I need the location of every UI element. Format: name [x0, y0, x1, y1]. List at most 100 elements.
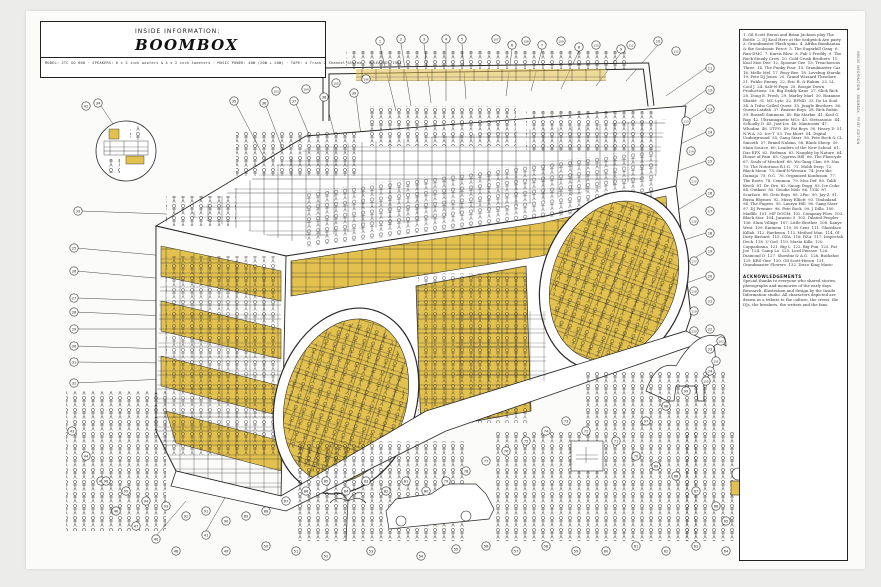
callout-number: 13: [708, 107, 713, 111]
boombox-body: [154, 105, 708, 512]
callout-number: 101: [713, 359, 719, 363]
callout-marker: 60: [601, 546, 611, 556]
callout-circle: [301, 486, 311, 496]
callout-circle: [705, 271, 715, 281]
callout-circle: [461, 466, 471, 476]
boombox-illustration: 1234567891011121314151617181920212223242…: [66, 34, 762, 561]
callout-number: 35: [232, 99, 237, 103]
callout-number: 25: [72, 246, 77, 250]
callout-marker: 22: [705, 324, 715, 334]
callout-circle: [705, 228, 715, 238]
callout-circle: [67, 426, 77, 436]
callout-number: 33: [76, 209, 81, 213]
callout-number: 56: [484, 544, 489, 548]
callout-number: 99: [684, 389, 689, 393]
callout-marker: 62: [661, 546, 671, 556]
callout-circle: [401, 476, 411, 486]
callout-circle: [221, 546, 231, 556]
callout-circle: [93, 98, 103, 108]
callout-number: 15: [708, 159, 713, 163]
callout-circle: [574, 42, 584, 52]
callout-marker: 19: [705, 246, 715, 256]
callout-marker: 116: [689, 216, 699, 226]
callout-marker: 72: [581, 426, 591, 436]
callout-marker: 12: [705, 85, 715, 95]
callout-marker: 109: [556, 36, 566, 46]
callout-number: 36: [262, 101, 267, 105]
callout-circle: [705, 127, 715, 137]
callout-circle: [689, 306, 699, 316]
callout-marker: 56: [481, 541, 491, 551]
callout-number: 39: [352, 91, 357, 95]
callout-marker: 27: [69, 293, 79, 303]
callout-circle: [705, 296, 715, 306]
callout-marker: 35: [229, 96, 239, 106]
callout-number: 11: [708, 66, 713, 70]
callout-circle: [661, 546, 671, 556]
callout-number: 82: [384, 489, 389, 493]
callout-circle: [375, 36, 385, 46]
callout-circle: [141, 496, 151, 506]
callout-marker: 107: [491, 34, 501, 44]
callout-number: 96: [104, 479, 109, 483]
callout-marker: 3: [419, 34, 429, 44]
callout-marker: 119: [689, 306, 699, 316]
callout-marker: 25: [69, 243, 79, 253]
callout-marker: 92: [181, 511, 191, 521]
callout-circle: [521, 436, 531, 446]
callout-number: 113: [683, 119, 689, 123]
callout-number: 107: [493, 37, 499, 41]
callout-circle: [366, 546, 376, 556]
callout-marker: 2: [396, 34, 406, 44]
callout-number: 83: [364, 479, 369, 483]
callout-circle: [626, 40, 636, 50]
callout-marker: 38: [319, 92, 329, 102]
callout-marker: 26: [69, 266, 79, 276]
callout-circle: [69, 324, 79, 334]
callout-marker: 78: [461, 466, 471, 476]
callout-marker: 44: [81, 451, 91, 461]
callout-marker: 51: [291, 546, 301, 556]
callout-marker: 105: [331, 78, 341, 88]
callout-number: 68: [674, 474, 679, 478]
callout-number: 52: [324, 554, 329, 558]
callout-circle: [69, 378, 79, 388]
callout-marker: 10: [653, 36, 663, 46]
callout-circle: [631, 541, 641, 551]
callout-number: 1: [379, 39, 381, 43]
callout-marker: 48: [171, 546, 181, 556]
callout-marker: 36: [259, 98, 269, 108]
callout-number: 49: [224, 549, 229, 553]
callout-number: 116: [691, 219, 697, 223]
callout-marker: 74: [541, 426, 551, 436]
callout-marker: 63: [691, 541, 701, 551]
callout-marker: 111: [626, 40, 636, 50]
callout-number: 90: [224, 519, 229, 523]
callout-circle: [349, 88, 359, 98]
callout-circle: [69, 293, 79, 303]
callout-circle: [131, 521, 141, 531]
callout-number: 29: [72, 327, 77, 331]
callout-circle: [705, 63, 715, 73]
callout-marker: 14: [705, 127, 715, 137]
callout-circle: [511, 546, 521, 556]
callout-marker: 57: [511, 546, 521, 556]
callout-number: 66: [714, 504, 719, 508]
callout-number: 5: [461, 37, 463, 41]
callout-circle: [69, 266, 79, 276]
callout-circle: [601, 546, 611, 556]
callout-marker: 112: [671, 46, 681, 56]
side-credit: INSIDE INFORMATION · BOOMBOX · PRINT EDI…: [856, 51, 860, 145]
callout-marker: 17: [705, 206, 715, 216]
callout-circle: [705, 85, 715, 95]
callout-number: 57: [514, 549, 519, 553]
callout-marker: 23: [705, 344, 715, 354]
callout-circle: [289, 96, 299, 106]
callout-marker: 80: [421, 486, 431, 496]
callout-circle: [69, 307, 79, 317]
callout-marker: 88: [261, 506, 271, 516]
callout-marker: 32: [69, 378, 79, 388]
right-speaker: [538, 190, 690, 372]
callout-marker: 103: [271, 86, 281, 96]
callout-circle: [705, 366, 715, 376]
